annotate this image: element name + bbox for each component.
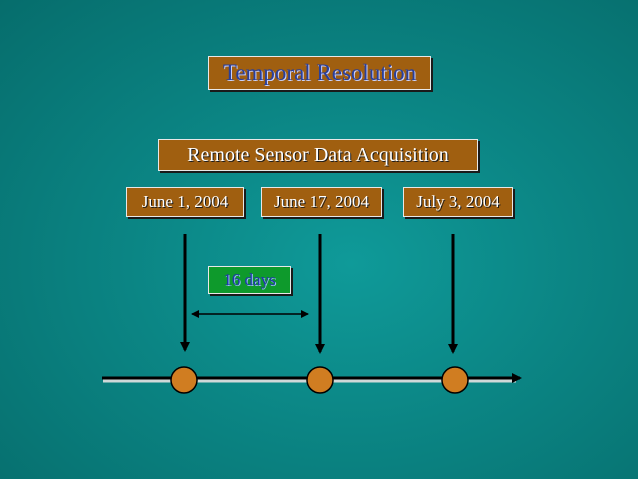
date-box-june-17: June 17, 2004: [261, 187, 382, 217]
acquisition-node-1: [170, 366, 198, 394]
date-label: July 3, 2004: [416, 192, 500, 211]
interval-box: 16 days: [208, 266, 291, 294]
date-label: June 1, 2004: [141, 192, 229, 211]
date-box-july-3: July 3, 2004: [403, 187, 513, 217]
subtitle-box: Remote Sensor Data Acquisition: [158, 139, 478, 171]
acquisition-node-2: [306, 366, 334, 394]
date-box-june-1: June 1, 2004: [126, 187, 244, 217]
title-text: Temporal Resolution: [222, 60, 417, 85]
acquisition-node-3: [441, 366, 469, 394]
interval-label: 16 days: [223, 270, 276, 289]
date-label: June 17, 2004: [274, 192, 369, 211]
subtitle-text: Remote Sensor Data Acquisition: [187, 143, 449, 166]
title-box: Temporal Resolution: [208, 56, 431, 90]
